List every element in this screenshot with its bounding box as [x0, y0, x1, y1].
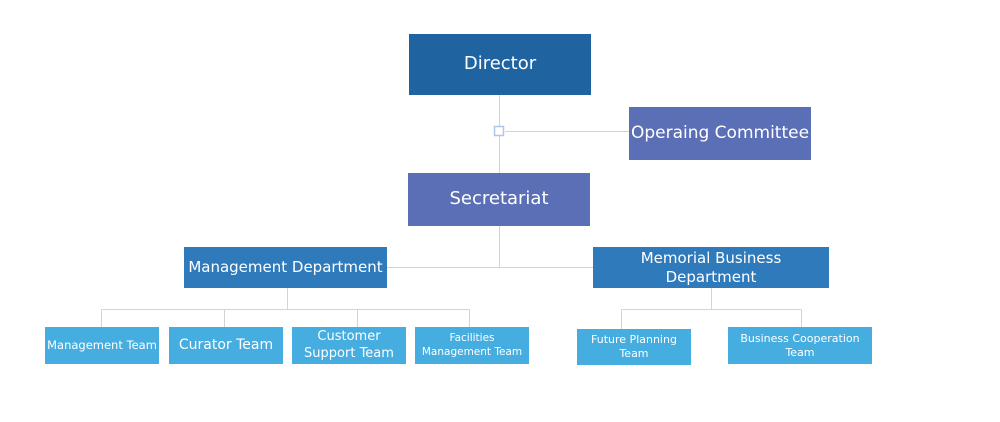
customer-support-team-node: Customer Support Team: [292, 327, 406, 364]
business-cooperation-team-node: Business Cooperation Team: [728, 327, 872, 364]
future-planning-team-node: Future Planning Team: [577, 329, 691, 365]
management-department-node: Management Department: [184, 247, 387, 288]
connector-junction: [493, 125, 505, 137]
facilities-management-team-node: Facilities Management Team: [415, 327, 529, 364]
secretariat-node: Secretariat: [408, 173, 590, 226]
curator-team-node: Curator Team: [169, 327, 283, 364]
management-team-node: Management Team: [45, 327, 159, 364]
director-node: Director: [409, 34, 591, 95]
operating-committee-node: Operaing Committee: [629, 107, 811, 160]
memorial-business-department-node: Memorial Business Department: [593, 247, 829, 288]
